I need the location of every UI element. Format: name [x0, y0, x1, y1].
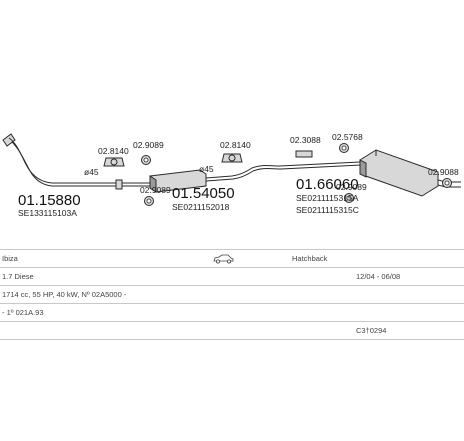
- years-cell: 12/04 - 06/08: [356, 272, 401, 281]
- vehicle-info-table: Ibiza Hatchback 1.7 Diese 12/04 - 06/08 …: [0, 249, 464, 340]
- diameter-label: ø45: [84, 167, 99, 177]
- spec-cell: 1714 cc, 55 HP, 40 kW, Nº 02A5000 -: [2, 290, 127, 299]
- clamp-icon: [221, 153, 243, 163]
- car-icon: [213, 254, 234, 264]
- rubber-ring-icon: [442, 178, 452, 188]
- rubber-ring-icon: [141, 155, 151, 165]
- bracket-icon: [295, 150, 313, 158]
- fitting-icons: [103, 143, 452, 206]
- front-pipe-code: 01.15880: [18, 192, 81, 209]
- model-cell: Ibiza: [2, 254, 18, 263]
- fitting-label: 02.9089: [133, 140, 164, 150]
- fitting-label: 02.3088: [290, 135, 321, 145]
- table-row: - 1º 021A.93: [0, 304, 464, 322]
- front-pipe: [2, 133, 150, 190]
- rear-silencer-code: 01.66060: [296, 176, 359, 193]
- fitting-label: 02.8140: [98, 146, 129, 156]
- table-row: 1714 cc, 55 HP, 40 kW, Nº 02A5000 -: [0, 286, 464, 304]
- diameter-label: ø45: [199, 164, 214, 174]
- fitting-label: 02.5768: [332, 132, 363, 142]
- table-row: C3†0294: [0, 322, 464, 340]
- fitting-label: 02.9089: [336, 182, 367, 192]
- table-row: 1.7 Diese 12/04 - 06/08: [0, 268, 464, 286]
- rear-silencer-ref-c: SE0211115315C: [296, 205, 359, 215]
- rubber-ring-icon: [344, 193, 354, 203]
- note-cell: - 1º 021A.93: [2, 308, 44, 317]
- middle-silencer: [149, 167, 254, 193]
- rubber-ring-icon: [144, 196, 154, 206]
- diameter-labels: ø45 ø45: [84, 164, 214, 177]
- rear-pipe: [251, 161, 362, 172]
- clamp-icon: [103, 157, 125, 167]
- front-pipe-ref: SE133115103A: [18, 208, 77, 218]
- middle-silencer-ref: SE0211152018: [172, 202, 230, 212]
- engine-cell: 1.7 Diese: [2, 272, 34, 281]
- rear-silencer-ref-a: SE0211115315A: [296, 193, 359, 203]
- part-labels: 01.15880 SE133115103A 01.54050 SE0211152…: [18, 176, 359, 218]
- catalog-number-cell: C3†0294: [356, 326, 387, 335]
- exhaust-system-diagram: 02.8140 02.9089 02.9089 02.8140 02.3088 …: [2, 132, 461, 218]
- rubber-ring-icon: [339, 143, 349, 153]
- fitting-label: 02.9088: [428, 167, 459, 177]
- fitting-label: 02.8140: [220, 140, 251, 150]
- fitting-labels: 02.8140 02.9089 02.9089 02.8140 02.3088 …: [98, 132, 459, 195]
- middle-silencer-code: 01.54050: [172, 185, 235, 202]
- body-cell: Hatchback: [292, 254, 328, 263]
- table-row: Ibiza Hatchback: [0, 249, 464, 268]
- fitting-label: 02.9089: [140, 185, 171, 195]
